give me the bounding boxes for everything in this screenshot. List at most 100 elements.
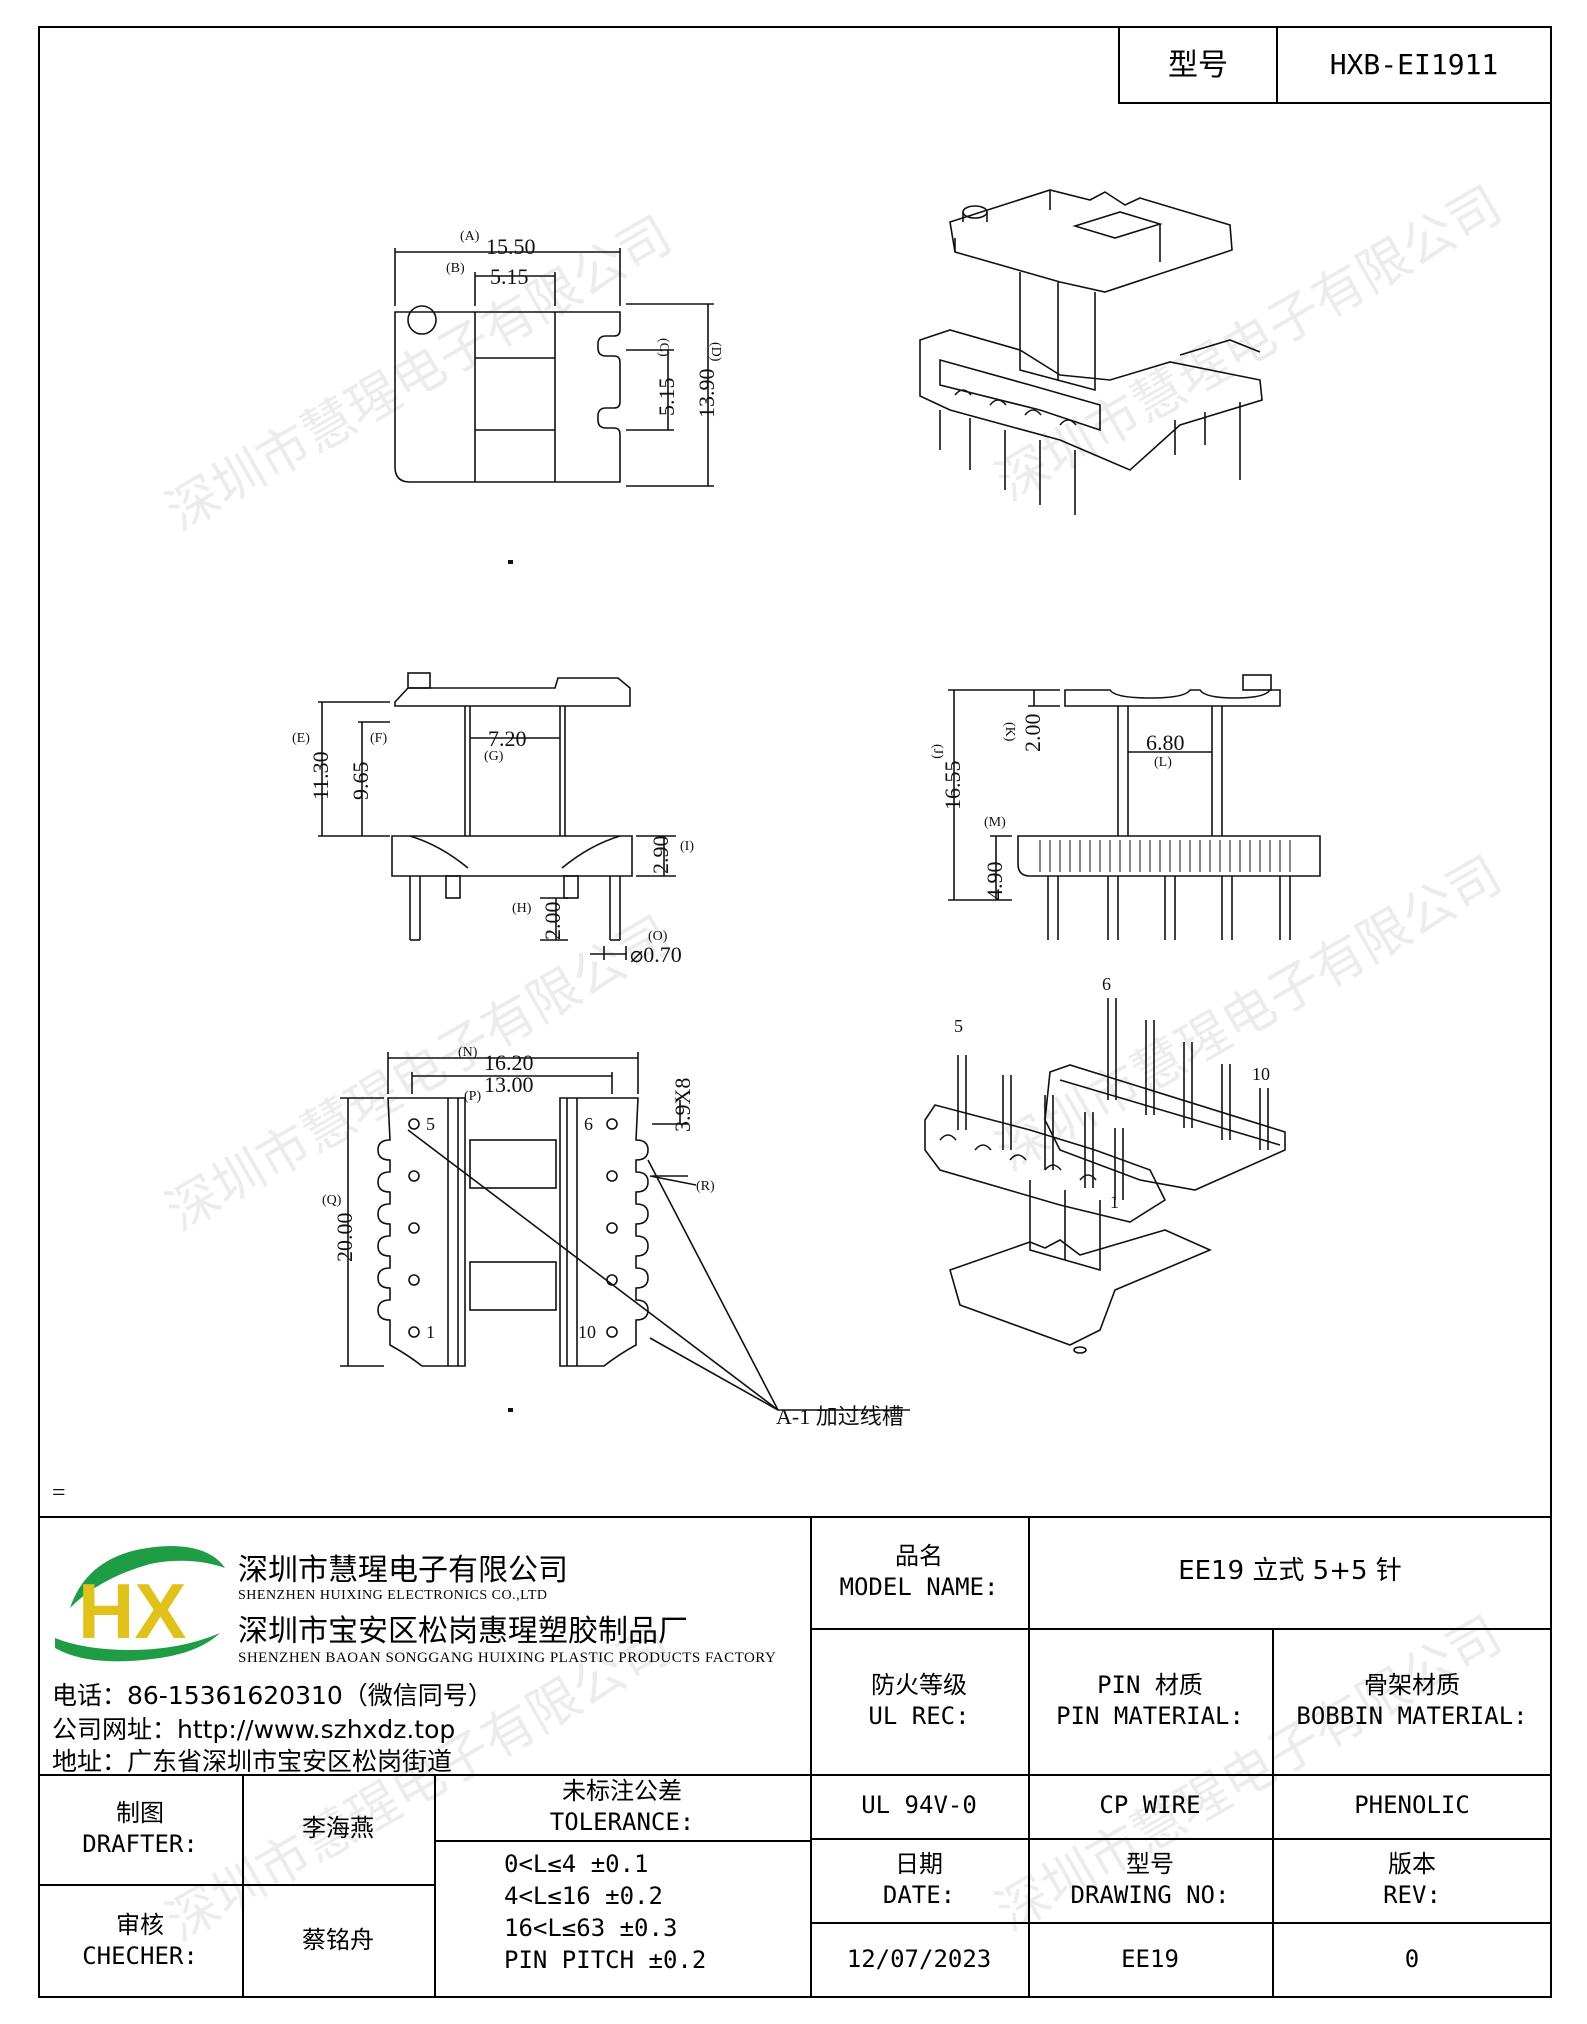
- title-block-line: [38, 1774, 1552, 1776]
- title-block-line: [810, 1516, 812, 1998]
- dim-E-label: (E): [292, 731, 310, 746]
- pin-5-label: 5: [426, 1114, 435, 1134]
- checker-en: CHECHER:: [82, 1942, 198, 1970]
- pin-6-label: 6: [584, 1114, 593, 1134]
- dim-K-label: (K): [1002, 722, 1017, 742]
- dim-B-label: (B): [446, 261, 465, 276]
- tolerance-item: 16<L≤63 ±0.3: [504, 1914, 678, 1942]
- dim-J-label: (J): [930, 744, 945, 759]
- pin-material-value: CP WIRE: [1028, 1774, 1272, 1838]
- rev-en: REV:: [1383, 1881, 1441, 1909]
- dim-Q-value: 20.00: [332, 1213, 357, 1263]
- tolerance-item: 0<L≤4 ±0.1: [504, 1850, 649, 1878]
- dim-H-label: (H): [512, 901, 532, 916]
- dim-I-label: (I): [680, 839, 694, 854]
- dim-C-label: (C): [656, 338, 671, 357]
- pin-material-en: PIN MATERIAL:: [1056, 1702, 1244, 1730]
- dim-Q-label: (Q): [322, 1193, 342, 1208]
- iso-pin-6-label: 6: [1102, 974, 1111, 994]
- tolerance-item: PIN PITCH ±0.2: [504, 1946, 707, 1974]
- side-view: [948, 674, 1321, 940]
- isometric-view-top: [919, 189, 1263, 515]
- bobbin-material-cn: 骨架材质: [1364, 1670, 1460, 1699]
- dim-K-value: 2.00: [1020, 714, 1045, 753]
- pin-material-label: PIN 材质 PIN MATERIAL:: [1028, 1628, 1272, 1774]
- dim-J-value: 16.55: [940, 761, 965, 811]
- ul-rec-value-text: UL 94V-0: [861, 1791, 977, 1820]
- drawing-no-en: DRAWING NO:: [1070, 1881, 1230, 1909]
- drafter-label: 制图 DRAFTER:: [38, 1774, 242, 1884]
- ul-rec-cn: 防火等级: [871, 1670, 967, 1699]
- tolerance-item: 4<L≤16 ±0.2: [504, 1882, 663, 1910]
- drawing-frame: [38, 26, 1552, 1998]
- model-name-cn: 品名: [895, 1541, 943, 1570]
- tolerance-label: 未标注公差 TOLERANCE:: [434, 1774, 810, 1840]
- drawing-no-cn: 型号: [1126, 1849, 1174, 1878]
- dim-N-value: 16.20: [484, 1050, 534, 1075]
- drafter-en: DRAFTER:: [82, 1830, 198, 1858]
- factory-name-cn: 深圳市宝安区松岗惠瑆塑胶制品厂: [238, 1614, 688, 1649]
- dim-F-label: (F): [370, 731, 387, 746]
- dim-R-label: (R): [696, 1179, 715, 1194]
- title-block-line: [810, 1838, 1552, 1840]
- dim-A-value: 15.50: [486, 234, 536, 259]
- drawing-no-value: EE19: [1028, 1922, 1272, 1998]
- dim-E-value: 11.30: [308, 751, 333, 800]
- model-name-label: 品名 MODEL NAME:: [810, 1516, 1028, 1628]
- model-value: HXB-EI1911: [1329, 47, 1499, 81]
- drafter-name: 李海燕: [242, 1774, 434, 1884]
- pin-1-label: 1: [426, 1322, 435, 1342]
- rev-label: 版本 REV:: [1272, 1838, 1552, 1922]
- model-label: 型号: [1168, 47, 1228, 83]
- title-block-top-line: [38, 1516, 1552, 1518]
- date-value: 12/07/2023: [810, 1922, 1028, 1998]
- tolerance-en: TOLERANCE:: [549, 1808, 695, 1836]
- dim-O-label: (O): [648, 929, 668, 944]
- ul-rec-label: 防火等级 UL REC:: [810, 1628, 1028, 1774]
- iso-pin-1-label: 1: [1110, 1192, 1119, 1212]
- company-name-en: SHENZHEN HUIXING ELECTRONICS CO.,LTD: [238, 1588, 548, 1603]
- drafter-name-text: 李海燕: [302, 1814, 374, 1843]
- company-website[interactable]: 公司网址：http://www.szhxdz.top: [52, 1715, 456, 1744]
- rev-value: 0: [1272, 1922, 1552, 1998]
- checker-label: 审核 CHECHER:: [38, 1884, 242, 1998]
- tolerance-cn: 未标注公差: [562, 1776, 682, 1805]
- bottom-view: [340, 1052, 910, 1412]
- dim-R-value: 3.9X8: [670, 1078, 695, 1132]
- title-block-line: [810, 1628, 1552, 1630]
- dim-P-label: (P): [464, 1089, 481, 1104]
- rev-cn: 版本: [1388, 1849, 1436, 1878]
- dim-F-value: 9.65: [348, 762, 373, 801]
- iso-pin-10-label: 10: [1252, 1064, 1270, 1084]
- dim-O-value: ⌀0.70: [630, 942, 682, 967]
- drawing-no-label: 型号 DRAWING NO:: [1028, 1838, 1272, 1922]
- company-name-cn: 深圳市慧瑆电子有限公司: [238, 1553, 568, 1588]
- checker-name: 蔡铭舟: [242, 1884, 434, 1998]
- drafter-cn: 制图: [116, 1798, 164, 1827]
- date-en: DATE:: [882, 1881, 956, 1909]
- ul-rec-value: UL 94V-0: [810, 1774, 1028, 1838]
- date-label: 日期 DATE:: [810, 1838, 1028, 1922]
- rev-value-text: 0: [1404, 1945, 1420, 1974]
- dim-B-value: 5.15: [490, 264, 529, 289]
- model-label-cell: 型号: [1118, 26, 1278, 104]
- model-name-value: EE19 立式 5+5 针: [1028, 1516, 1552, 1628]
- dim-D-value: 13.90: [694, 369, 719, 419]
- drawing-no-value-text: EE19: [1121, 1945, 1179, 1974]
- dim-A-label: (A): [460, 229, 480, 244]
- pin-material-value-text: CP WIRE: [1099, 1791, 1201, 1820]
- title-block-line: [38, 1884, 434, 1886]
- checker-cn: 审核: [116, 1910, 164, 1939]
- factory-name-en: SHENZHEN BAOAN SONGGANG HUIXING PLASTIC …: [238, 1650, 777, 1666]
- logo-swoosh-icon: [70, 1546, 225, 1608]
- isometric-view-bottom: [924, 998, 1286, 1354]
- dim-P-value: 13.00: [484, 1072, 534, 1097]
- dim-G-label: (G): [484, 749, 504, 764]
- logo-swoosh-icon: [55, 1633, 220, 1662]
- dim-N-label: (N): [458, 1045, 478, 1060]
- dim-M-value: 4.90: [982, 862, 1007, 901]
- title-block-line: [810, 1922, 1552, 1924]
- equals-mark: =: [52, 1480, 66, 1506]
- dim-H-value: 2.00: [540, 902, 565, 941]
- groove-note: A-1 加过线槽: [776, 1404, 904, 1429]
